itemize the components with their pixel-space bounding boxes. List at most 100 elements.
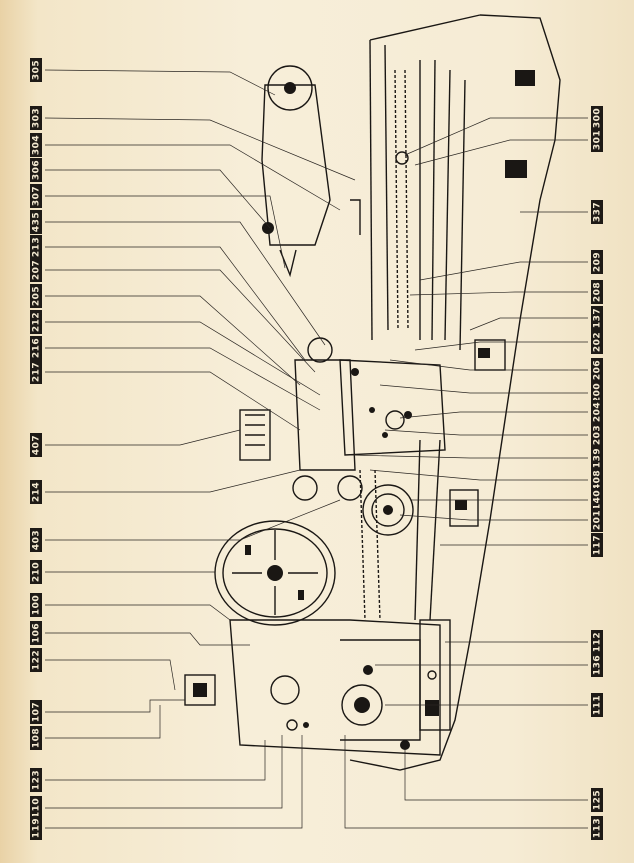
label-number: 202 xyxy=(593,332,603,352)
part-label-306: 306 xyxy=(30,158,42,182)
label-tag-box xyxy=(30,560,42,584)
label-number: 201 xyxy=(593,510,603,530)
label-tag-box xyxy=(30,106,42,130)
label-number: 305 xyxy=(32,60,42,80)
label-number: 203 xyxy=(593,425,603,445)
label-tag-box xyxy=(591,106,603,130)
label-number: 110 xyxy=(32,798,42,818)
part-label-217: 217 xyxy=(30,360,42,384)
label-number: 100 xyxy=(32,595,42,615)
label-number: 204 xyxy=(593,402,603,422)
label-tag-box xyxy=(591,816,603,840)
label-number: 216 xyxy=(32,338,42,358)
part-label-125: 125 xyxy=(591,788,603,812)
label-tag-box xyxy=(30,184,42,208)
part-label-304: 304 xyxy=(30,133,42,157)
part-label-202: 202 xyxy=(591,330,603,354)
part-label-213: 213 xyxy=(30,235,42,259)
part-label-203: 203 xyxy=(591,423,603,447)
label-number: 307 xyxy=(32,186,42,206)
label-number: 107 xyxy=(32,702,42,722)
label-number: 217 xyxy=(32,362,42,382)
part-label-209: 209 xyxy=(591,250,603,274)
label-tag-box xyxy=(591,788,603,812)
label-tag-box xyxy=(30,235,42,259)
label-tag-box xyxy=(30,726,42,750)
part-label-200: 200 xyxy=(591,381,603,405)
part-label-337: 337 xyxy=(591,200,603,224)
label-number: 303 xyxy=(32,108,42,128)
label-number: 403 xyxy=(32,530,42,550)
label-number: 306 xyxy=(32,160,42,180)
label-number: 123 xyxy=(32,770,42,790)
label-number: 119 xyxy=(32,818,42,838)
part-label-303: 303 xyxy=(30,106,42,130)
part-label-100: 100 xyxy=(30,593,42,617)
label-tag-box xyxy=(591,533,603,557)
left-leaders xyxy=(44,69,356,829)
label-tag-box xyxy=(30,480,42,504)
label-tag-box xyxy=(30,593,42,617)
label-tag-box xyxy=(591,358,603,382)
label-tag-box xyxy=(591,468,603,492)
part-label-119: 119 xyxy=(30,816,42,840)
label-number: 137 xyxy=(593,308,603,328)
part-label-140: 140 xyxy=(591,488,603,512)
label-number: 139 xyxy=(593,448,603,468)
label-number: 304 xyxy=(32,135,42,155)
label-tag-box xyxy=(30,210,42,234)
part-label-300: 300 xyxy=(591,106,603,130)
label-number: 210 xyxy=(32,562,42,582)
part-label-205: 205 xyxy=(30,284,42,308)
part-label-216: 216 xyxy=(30,336,42,360)
label-number: 117 xyxy=(593,535,603,555)
part-label-111: 111 xyxy=(591,693,603,717)
label-number: 213 xyxy=(32,237,42,257)
part-label-137: 137 xyxy=(591,306,603,330)
label-tag-box xyxy=(30,700,42,724)
part-label-207: 207 xyxy=(30,258,42,282)
part-label-110: 110 xyxy=(30,796,42,820)
label-number: 212 xyxy=(32,312,42,332)
part-label-305: 305 xyxy=(30,58,42,82)
label-number: 136 xyxy=(593,655,603,675)
label-number: 337 xyxy=(593,202,603,222)
label-tag-box xyxy=(30,133,42,157)
part-label-214: 214 xyxy=(30,480,42,504)
part-label-112: 112 xyxy=(591,630,603,654)
part-label-107: 107 xyxy=(30,700,42,724)
label-tag-box xyxy=(591,250,603,274)
part-label-407: 407 xyxy=(30,433,42,457)
label-number: 208 xyxy=(593,282,603,302)
part-label-106: 106 xyxy=(30,621,42,645)
label-tag-box xyxy=(30,648,42,672)
label-tag-box xyxy=(30,158,42,182)
label-tag-box xyxy=(591,653,603,677)
lathe-bed xyxy=(184,14,561,771)
label-number: 106 xyxy=(32,623,42,643)
label-tag-box xyxy=(30,796,42,820)
label-number: 108 xyxy=(32,728,42,748)
label-number: 122 xyxy=(32,650,42,670)
label-tag-box xyxy=(591,630,603,654)
label-tag-box xyxy=(591,128,603,152)
label-tag-box xyxy=(591,306,603,330)
label-tag-box xyxy=(30,528,42,552)
label-tag-box xyxy=(591,381,603,405)
part-label-208: 208 xyxy=(591,280,603,304)
label-number: 407 xyxy=(32,435,42,455)
label-tag-box xyxy=(30,433,42,457)
part-label-204: 204 xyxy=(591,400,603,424)
label-tag-box xyxy=(30,621,42,645)
label-tag-box xyxy=(591,423,603,447)
part-label-136: 136 xyxy=(591,653,603,677)
label-number: 300 xyxy=(593,108,603,128)
part-label-435: 435 xyxy=(30,210,42,234)
part-label-307: 307 xyxy=(30,184,42,208)
part-label-210: 210 xyxy=(30,560,42,584)
label-tag-box xyxy=(30,768,42,792)
label-number: 200 xyxy=(593,383,603,403)
label-tag-box xyxy=(30,360,42,384)
label-number: 209 xyxy=(593,252,603,272)
